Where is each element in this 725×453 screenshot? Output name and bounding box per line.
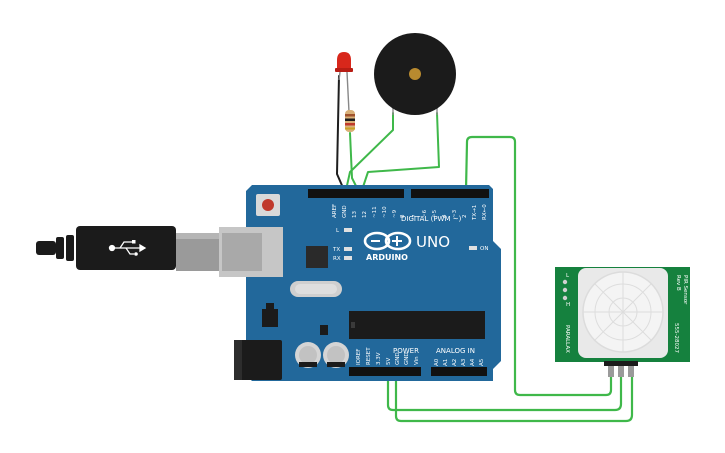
pin-a3: A3: [461, 358, 467, 366]
power-pin-labels: IOREF RESET 3.3V 5V GND GND Vin: [356, 347, 420, 365]
pin-gnd-1: GND: [395, 352, 401, 365]
usb-ridge-2: [66, 235, 74, 261]
red-led[interactable]: [335, 52, 353, 113]
pir-sensor[interactable]: L H PARALLAX PIR Sensor Rev B 555-28027: [555, 267, 690, 377]
buzzer-hole: [409, 68, 421, 80]
small-ic: [320, 325, 328, 335]
pin-5v: 5V: [386, 358, 392, 365]
regulator-tab: [266, 303, 274, 309]
pir-title-label: PIR Sensor: [682, 275, 688, 305]
power-section-label: POWER: [393, 347, 419, 355]
pin-a0: A0: [434, 358, 440, 366]
analog-pin-labels: A0 A1 A2 A3 A4 A5: [434, 358, 485, 366]
reset-button-cap: [262, 199, 274, 211]
digital-pin-labels: AREF GND 13 12 ~11 ~10 ~9 8 7 ~6 ~5 4 ~3…: [332, 204, 488, 221]
pin-a1: A1: [443, 359, 449, 366]
pin-5: ~5: [432, 209, 438, 218]
voltage-regulator: [262, 309, 278, 327]
pin-0: RX←0: [482, 204, 488, 220]
dc-jack-side: [234, 340, 242, 380]
pir-gnd-wire[interactable]: [394, 365, 634, 423]
pin-12: 12: [362, 211, 368, 218]
jumper-l-label: L: [566, 273, 570, 279]
usb-b-jack-inner: [222, 233, 262, 271]
pin-gnd: GND: [342, 205, 348, 218]
pin-3: ~3: [452, 209, 458, 218]
led-l-label: L: [336, 228, 340, 234]
resistor-band-4: [345, 127, 355, 130]
pin-a2: A2: [452, 359, 458, 366]
usb-plug-metal: [176, 233, 219, 271]
led-body: [337, 52, 351, 70]
resistor[interactable]: [345, 110, 355, 132]
usb-cable[interactable]: [36, 226, 219, 271]
led-cathode-leg: [338, 71, 341, 81]
pin-aref: AREF: [332, 204, 338, 218]
pin-4: 4: [442, 214, 448, 218]
analog-section-label: ANALOG IN: [436, 347, 475, 355]
pir-brand-label: PARALLAX: [564, 325, 570, 353]
pin-a5: A5: [479, 358, 485, 366]
pin-13: 13: [352, 211, 358, 218]
led-rx-label: RX: [333, 256, 341, 262]
pir-pins: [604, 361, 638, 377]
arduino-logo: [363, 231, 412, 251]
pin-a4: A4: [470, 358, 476, 366]
pin-3v3: 3.3V: [376, 352, 382, 365]
pir-part-label: 555-28027: [673, 323, 679, 353]
pin-9: ~9: [392, 209, 398, 218]
pir-out-wire[interactable]: [464, 135, 613, 397]
board-brand: ARDUINO: [366, 253, 408, 262]
resistor-band-2: [345, 118, 355, 121]
pin-gnd-2: GND: [404, 352, 410, 365]
resistor-band-1: [345, 114, 355, 117]
led-gnd-wire[interactable]: [336, 75, 345, 191]
pin-6: ~6: [422, 209, 428, 218]
pin-11: ~11: [372, 206, 378, 218]
pin-ioref: IOREF: [356, 349, 362, 365]
power-header: [349, 367, 487, 376]
on-label: ON: [480, 246, 488, 252]
pin-2: 2: [462, 215, 468, 219]
usb-ridge-1: [56, 237, 64, 259]
dc-jack: [234, 340, 282, 380]
power-led: [469, 246, 477, 250]
pin-7: 7: [412, 214, 418, 218]
arduino-uno-board[interactable]: AREF GND 13 12 ~11 ~10 ~9 8 7 ~6 ~5 4 ~3…: [219, 185, 501, 381]
onboard-leds: L TX RX: [332, 228, 352, 262]
led-rim: [335, 68, 353, 72]
piezo-buzzer[interactable]: [374, 33, 456, 115]
usb-strain-relief: [36, 241, 56, 255]
crystal-shine: [295, 284, 337, 294]
usb-icon: [108, 240, 147, 256]
atmega-chip: [349, 311, 485, 339]
digital-section-label: DIGITAL (PWM ~): [401, 215, 462, 223]
pin-vin: Vin: [414, 356, 420, 365]
pir-jumper: L H: [562, 273, 570, 308]
pin-10: ~10: [382, 206, 388, 218]
pir-rev-label: Rev B: [675, 275, 681, 291]
buzzer-gnd-wire[interactable]: [345, 112, 394, 191]
resistor-pin13-wire[interactable]: [349, 132, 358, 189]
pin-1: TX→1: [472, 205, 478, 221]
led-tx-label: TX: [332, 247, 340, 253]
wires: [336, 75, 634, 423]
usb-plug-metal-shade: [176, 233, 219, 239]
board-model: UNO: [416, 233, 450, 251]
resistor-band-3: [345, 123, 355, 126]
pin-reset: RESET: [366, 347, 372, 365]
jumper-h-label: H: [566, 302, 570, 308]
buzzer-pin12-wire[interactable]: [361, 112, 440, 191]
pir-fresnel-lens: [583, 272, 663, 352]
digital-header: [308, 189, 489, 198]
led-anode-leg: [346, 71, 350, 113]
pin-8: 8: [400, 214, 406, 218]
usb-chip: [306, 246, 328, 268]
pir-5v-wire[interactable]: [386, 365, 623, 412]
capacitors: [295, 342, 349, 368]
